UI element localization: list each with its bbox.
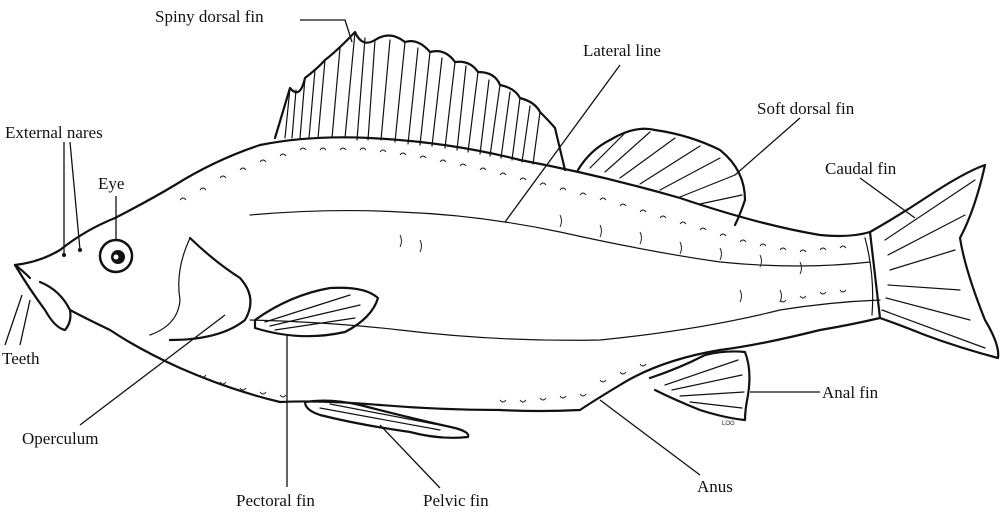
label-anus: Anus [697, 477, 733, 496]
pectoral-fin-drawing [253, 286, 380, 338]
label-spiny-dorsal-fin: Spiny dorsal fin [155, 7, 264, 26]
spiny-dorsal-fin-drawing [273, 30, 567, 172]
leader-spiny-dorsal-fin [300, 19, 353, 43]
caudal-fin-drawing [868, 163, 1000, 360]
leader-teeth [4, 294, 31, 346]
leader-operculum [79, 314, 226, 426]
anal-fin-drawing [648, 350, 751, 422]
label-teeth: Teeth [2, 349, 40, 368]
leader-lines [4, 19, 916, 489]
label-caudal-fin: Caudal fin [825, 159, 897, 178]
label-pelvic-fin: Pelvic fin [423, 491, 489, 510]
eye-drawing [98, 238, 134, 274]
leader-external-nares [63, 141, 81, 255]
scale-pattern [179, 147, 847, 403]
nares-drawing [62, 248, 82, 257]
label-operculum: Operculum [22, 429, 99, 448]
label-external-nares: External nares [5, 123, 103, 142]
label-pectoral-fin: Pectoral fin [236, 491, 315, 510]
leader-pelvic-fin [379, 424, 441, 489]
leader-anus [599, 399, 701, 476]
label-lateral-line: Lateral line [583, 41, 661, 60]
leader-soft-dorsal-fin [734, 117, 801, 176]
fish-body-drawing [13, 136, 882, 413]
label-soft-dorsal-fin: Soft dorsal fin [757, 99, 855, 118]
label-eye: Eye [98, 174, 125, 193]
leader-caudal-fin [859, 177, 916, 219]
soft-dorsal-fin-drawing [576, 127, 747, 227]
artist-signature: LOG [722, 421, 735, 427]
label-anal-fin: Anal fin [822, 383, 879, 402]
leader-lateral-line [504, 64, 621, 223]
pelvic-fin-drawing [303, 399, 470, 439]
